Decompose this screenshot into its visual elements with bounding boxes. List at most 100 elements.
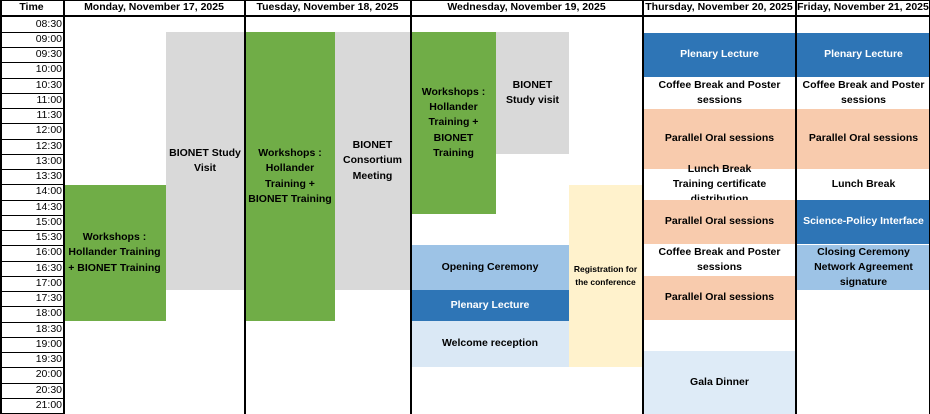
time-label: 11:30 bbox=[36, 109, 63, 121]
time-row-line bbox=[0, 291, 63, 292]
monday-study-visit-block[interactable]: BIONET Study Visit bbox=[166, 32, 244, 290]
thursday-oral1-label: Parallel Oral sessions bbox=[664, 132, 775, 145]
thursday-oral3-label: Parallel Oral sessions bbox=[664, 291, 775, 304]
time-label: 20:00 bbox=[35, 368, 62, 381]
time-label: 18:30 bbox=[35, 322, 62, 335]
friday-lunch-block[interactable]: Lunch Break bbox=[797, 170, 930, 199]
time-row-line bbox=[0, 397, 63, 399]
time-row-line bbox=[0, 92, 63, 94]
time-label: 09:00 bbox=[35, 32, 62, 45]
time-label: 08:30 bbox=[35, 17, 62, 30]
time-label: 16:00 bbox=[35, 246, 62, 259]
thursday-gala-label: Gala Dinner bbox=[690, 375, 749, 388]
monday-study-visit-label: BIONET Study Visit bbox=[169, 146, 241, 174]
time-label: 13:00 bbox=[35, 154, 62, 167]
time-row-line bbox=[0, 275, 63, 277]
time-label: 11:00 bbox=[36, 93, 63, 106]
tuesday-workshops-block[interactable]: Workshops : Hollander Training + BIONET … bbox=[245, 32, 335, 321]
time-label: 12:30 bbox=[35, 139, 62, 152]
thursday-gala-block[interactable]: Gala Dinner bbox=[644, 351, 795, 414]
time-label: 15:30 bbox=[35, 231, 62, 243]
time-label: 19:00 bbox=[35, 337, 62, 350]
time-row-line bbox=[0, 31, 63, 33]
tuesday-workshops-label: Workshops : Hollander Training + BIONET … bbox=[248, 147, 332, 205]
header-divider bbox=[0, 15, 930, 17]
monday-workshops-block[interactable]: Workshops : Hollander Training + BIONET … bbox=[63, 185, 166, 321]
time-row-line bbox=[0, 214, 63, 216]
day-header-tuesday: Tuesday, November 18, 2025 bbox=[256, 1, 399, 13]
friday-oral-label: Parallel Oral sessions bbox=[808, 132, 919, 145]
time-row-line bbox=[0, 367, 63, 369]
time-row-line bbox=[0, 321, 63, 323]
thursday-plenary-block[interactable]: Plenary Lecture bbox=[644, 33, 795, 77]
time-row-line bbox=[0, 62, 63, 64]
friday-plenary-block[interactable]: Plenary Lecture bbox=[797, 33, 930, 77]
tuesday-consortium-block[interactable]: BIONET Consortium Meeting bbox=[335, 32, 410, 290]
time-row-line bbox=[0, 336, 63, 338]
time-row-line bbox=[0, 199, 63, 201]
thursday-coffee1-block[interactable]: Coffee Break and Poster sessions bbox=[644, 78, 795, 108]
time-label: 17:30 bbox=[35, 292, 62, 304]
wednesday-opening-block[interactable]: Opening Ceremony bbox=[411, 245, 569, 290]
time-label: 10:30 bbox=[35, 78, 62, 91]
time-row-line bbox=[0, 184, 63, 186]
thursday-oral2-label: Parallel Oral sessions bbox=[664, 215, 775, 228]
friday-science-policy-block[interactable]: Science-Policy Interface bbox=[797, 200, 930, 244]
divider-wednesday bbox=[642, 0, 644, 414]
time-label: 19:30 bbox=[35, 353, 62, 365]
wednesday-workshops-label: Workshops : Hollander Training + BIONET … bbox=[421, 85, 486, 159]
thursday-lunch-label: Lunch Break bbox=[687, 162, 752, 175]
day-header-friday: Friday, November 21, 2025 bbox=[797, 1, 929, 13]
time-label: 21:00 bbox=[35, 398, 62, 411]
wednesday-reception-label: Welcome reception bbox=[441, 337, 539, 350]
time-label: 13:30 bbox=[35, 170, 62, 182]
friday-lunch-label: Lunch Break bbox=[831, 177, 896, 190]
wednesday-registration-block[interactable]: Registration for the conference bbox=[569, 185, 642, 367]
tuesday-consortium-label: BIONET Consortium Meeting bbox=[343, 139, 402, 182]
wednesday-study-visit-block[interactable]: BIONET Study visit bbox=[496, 32, 569, 154]
wednesday-reception-block[interactable]: Welcome reception bbox=[411, 321, 569, 367]
monday-workshops-label: Workshops : Hollander Training + BIONET … bbox=[68, 231, 161, 274]
time-row-line bbox=[0, 153, 63, 155]
time-label: 09:30 bbox=[35, 48, 62, 60]
wednesday-study-visit-label: BIONET Study visit bbox=[505, 78, 560, 106]
wednesday-plenary-label: Plenary Lecture bbox=[450, 298, 530, 311]
divider-right bbox=[928, 0, 930, 414]
time-label: 12:00 bbox=[35, 124, 62, 137]
divider-monday bbox=[244, 0, 246, 414]
time-row-line bbox=[0, 169, 63, 170]
time-label: 18:00 bbox=[35, 307, 62, 320]
time-label: 14:00 bbox=[35, 185, 62, 198]
time-row-line bbox=[0, 77, 63, 79]
friday-closing-block[interactable]: Closing Ceremony Network Agreement signa… bbox=[797, 245, 930, 290]
wednesday-opening-label: Opening Ceremony bbox=[441, 260, 539, 273]
time-label: 15:00 bbox=[35, 215, 62, 228]
time-row-line bbox=[0, 108, 63, 109]
friday-plenary-label: Plenary Lecture bbox=[824, 48, 903, 61]
time-label: 20:30 bbox=[35, 383, 62, 396]
thursday-oral3-block[interactable]: Parallel Oral sessions bbox=[644, 276, 795, 320]
time-row-line bbox=[0, 138, 63, 140]
day-header-monday: Monday, November 17, 2025 bbox=[84, 1, 224, 13]
time-row-line bbox=[0, 245, 63, 247]
thursday-plenary-label: Plenary Lecture bbox=[680, 48, 759, 61]
divider-thursday bbox=[795, 0, 797, 414]
thursday-coffee2-block[interactable]: Coffee Break and Poster sessions bbox=[644, 245, 795, 275]
thursday-oral2-block[interactable]: Parallel Oral sessions bbox=[644, 200, 795, 244]
time-header: Time bbox=[19, 1, 44, 13]
wednesday-workshops-block[interactable]: Workshops : Hollander Training + BIONET … bbox=[411, 32, 496, 214]
wednesday-plenary-block[interactable]: Plenary Lecture bbox=[411, 290, 569, 321]
top-border bbox=[0, 0, 930, 1]
friday-oral-block[interactable]: Parallel Oral sessions bbox=[797, 109, 930, 169]
friday-closing-label: Closing Ceremony Network Agreement signa… bbox=[814, 245, 913, 289]
friday-science-policy-label: Science-Policy Interface bbox=[803, 215, 924, 228]
wednesday-registration-label: Registration for the conference bbox=[573, 264, 638, 287]
time-label: 14:30 bbox=[35, 200, 62, 213]
thursday-lunch-block[interactable]: Lunch Break Training certificate distrib… bbox=[644, 163, 795, 205]
thursday-oral1-block[interactable]: Parallel Oral sessions bbox=[644, 109, 795, 169]
friday-coffee-label: Coffee Break and Poster sessions bbox=[802, 78, 925, 106]
time-row-line bbox=[0, 260, 63, 262]
divider-time bbox=[63, 0, 65, 414]
friday-coffee-block[interactable]: Coffee Break and Poster sessions bbox=[797, 78, 930, 108]
